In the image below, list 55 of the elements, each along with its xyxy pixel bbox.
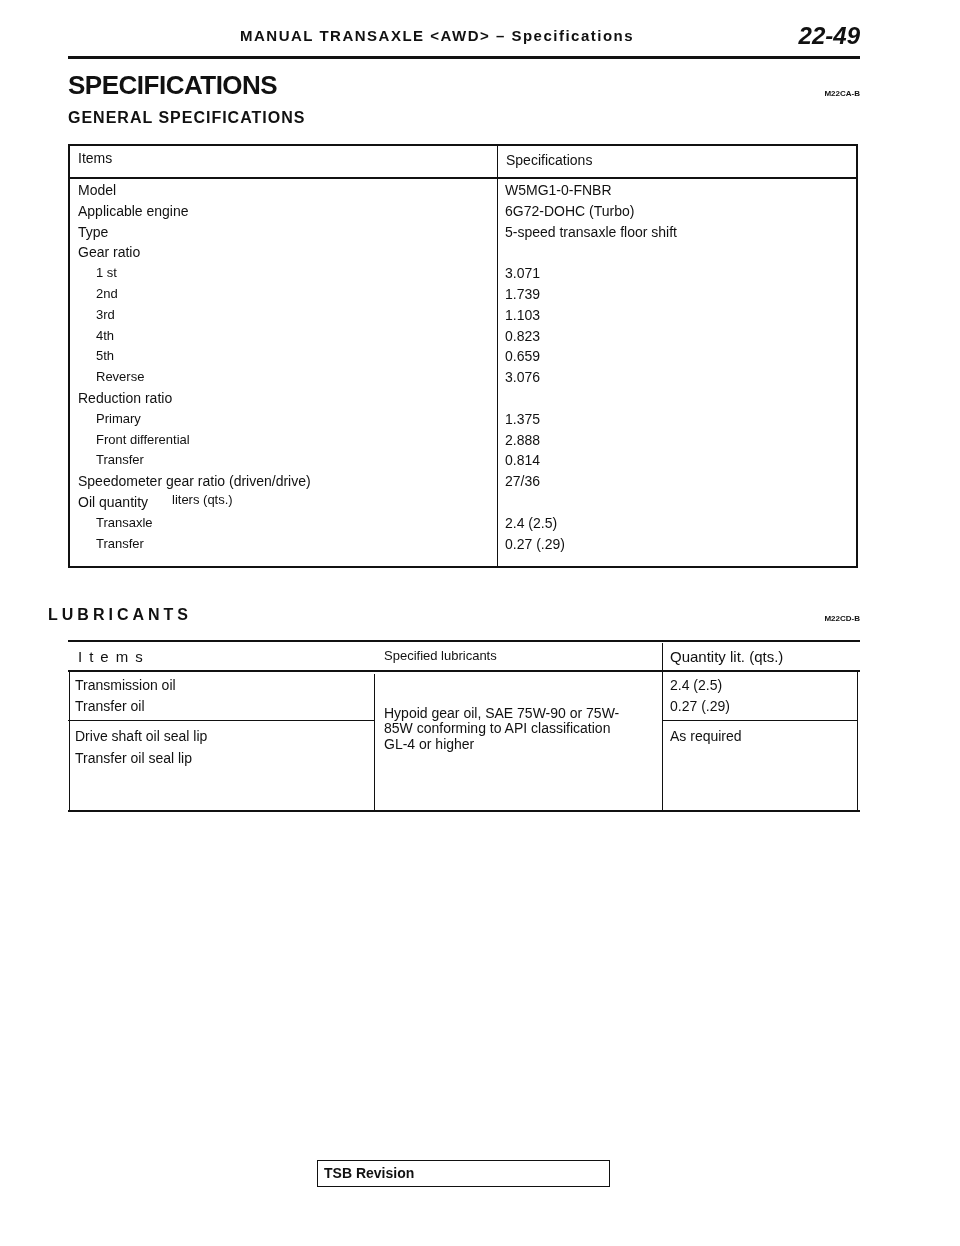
table-cell: 6G72-DOHC (Turbo)	[505, 202, 635, 220]
section-heading: SPECIFICATIONS	[68, 70, 278, 101]
column-header: Specifications	[506, 152, 593, 169]
table-cell: Primary	[96, 410, 141, 427]
table-cell: 0.659	[505, 348, 541, 366]
subsection-heading: GENERAL SPECIFICATIONS	[68, 109, 306, 127]
table-cell: Transfer oil	[75, 698, 145, 715]
reference-code: M22CA-B	[823, 89, 860, 98]
table-cell: Transaxle	[96, 514, 153, 531]
table-cell: 1 st	[96, 265, 117, 281]
table-cell: 5-speed transaxle floor shift	[505, 223, 677, 241]
table-cell: Model	[78, 182, 117, 199]
table-cell: 0.27 (.29)	[505, 535, 565, 553]
column-header: Items	[78, 150, 113, 167]
table-cell: Gear ratio	[78, 244, 141, 262]
page-number: 22-49	[797, 22, 860, 50]
subsection-heading: LUBRICANTS	[48, 606, 192, 624]
table-cell: Transfer	[96, 535, 144, 552]
table-cell: 3.076	[505, 369, 541, 386]
table-cell: W5MG1-0-FNBR	[505, 182, 612, 199]
table-cell: Type	[78, 223, 109, 241]
table-cell: 5th	[96, 348, 115, 364]
table-cell: 4th	[96, 327, 115, 344]
table-cell: Speedometer gear ratio (driven/drive)	[78, 473, 311, 490]
table-cell: 27/36	[505, 473, 541, 490]
running-header: MANUAL TRANSAXLE <AWD> – Specifications	[240, 27, 635, 44]
table-cell: Reduction ratio	[78, 390, 173, 407]
table-cell: Drive shaft oil seal lip	[75, 728, 208, 745]
table-cell: 2.888	[505, 431, 541, 449]
table-cell: Transfer oil seal lip	[75, 750, 192, 767]
table-cell: As required	[670, 728, 742, 745]
column-header: Specified lubricants	[384, 648, 497, 664]
table-cell: 1.375	[505, 410, 541, 428]
table-cell: 3rd	[96, 306, 115, 323]
table-cell: Applicable engine	[78, 202, 189, 220]
table-cell: 0.814	[505, 452, 541, 470]
table-cell: 2.4 (2.5)	[670, 677, 723, 694]
table-cell-text: Hypoid gear oil, SAE 75W-90 or 75W-85W conforming to API classification GL-4 or higher	[384, 706, 621, 753]
table-cell: Front differential	[96, 431, 190, 448]
table-cell: 2nd	[96, 286, 118, 302]
reference-code: M22CD-B	[823, 614, 860, 623]
table-cell: 3.071	[505, 265, 541, 282]
table-cell: 2.4 (2.5)	[505, 514, 558, 532]
table-cell: 1.103	[505, 306, 541, 324]
table-cell: Oil quantity	[78, 494, 149, 511]
table-cell: Transmission oil	[75, 677, 176, 694]
table-cell: liters (qts.)	[172, 492, 233, 508]
column-header: Items	[78, 648, 150, 666]
column-header: Quantity lit. (qts.)	[670, 648, 784, 666]
table-cell: Reverse	[96, 369, 145, 385]
table-cell: Transfer	[96, 452, 144, 468]
table-cell: 1.739	[505, 286, 541, 303]
table-cell: 0.823	[505, 327, 541, 345]
revision-box: TSB Revision	[317, 1160, 610, 1187]
table-cell: 0.27 (.29)	[670, 698, 730, 715]
